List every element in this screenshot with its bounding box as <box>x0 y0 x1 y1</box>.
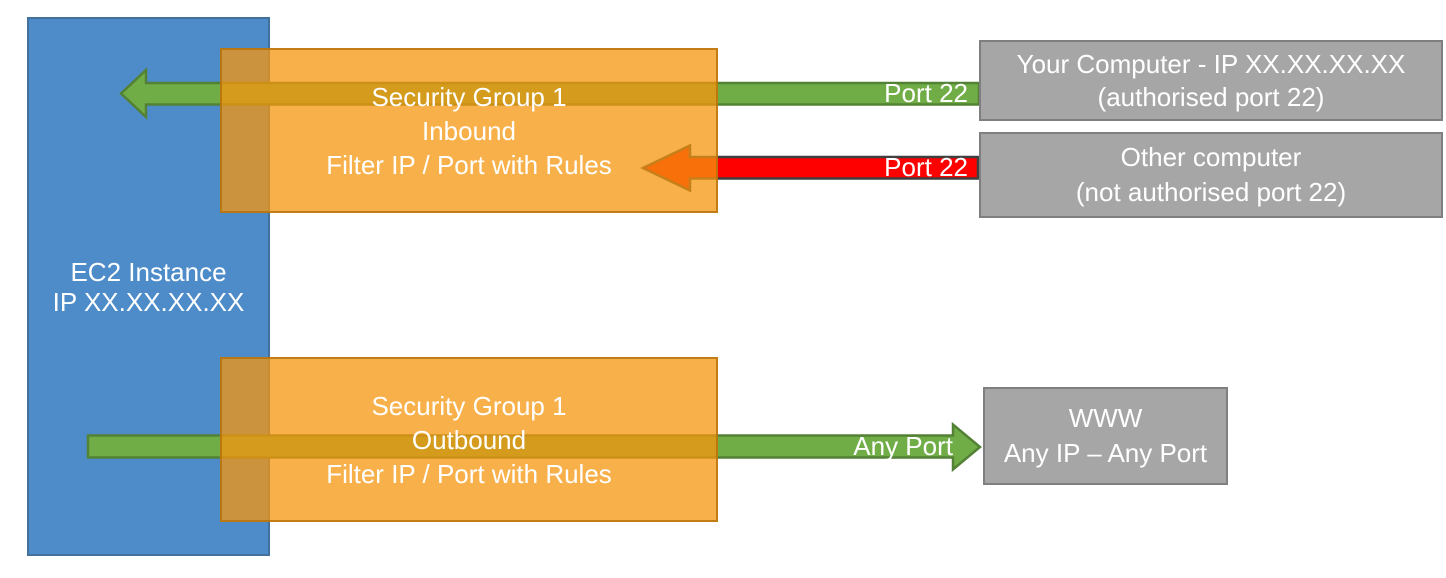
security-group-outbound-box: Security Group 1 Outbound Filter IP / Po… <box>220 357 718 522</box>
other-computer-title: Other computer <box>1120 142 1302 172</box>
inbound-blocked-port-label: Port 22 <box>884 152 968 182</box>
outbound-direction: Outbound <box>411 424 527 455</box>
inbound-description: Filter IP / Port with Rules <box>326 149 612 180</box>
www-title: WWW <box>1068 403 1143 433</box>
inbound-allowed-port-label: Port 22 <box>884 78 968 108</box>
ec2-instance-title: EC2 Instance <box>70 256 227 287</box>
www-box: WWW Any IP – Any Port <box>983 387 1228 485</box>
inbound-direction: Inbound <box>422 115 516 146</box>
outbound-title: Security Group 1 <box>371 390 567 421</box>
other-computer-note: (not authorised port 22) <box>1075 177 1347 207</box>
other-computer-box: Other computer (not authorised port 22) <box>979 132 1443 218</box>
your-computer-title: Your Computer - IP XX.XX.XX.XX <box>1016 48 1406 79</box>
inbound-title: Security Group 1 <box>371 81 567 112</box>
ec2-instance-ip: IP XX.XX.XX.XX <box>52 286 245 317</box>
www-note: Any IP – Any Port <box>1003 438 1208 468</box>
outbound-port-label: Any Port <box>853 431 953 461</box>
your-computer-note: (authorised port 22) <box>1097 81 1325 112</box>
your-computer-box: Your Computer - IP XX.XX.XX.XX (authoris… <box>979 40 1443 121</box>
outbound-description: Filter IP / Port with Rules <box>326 458 612 489</box>
security-group-inbound-box: Security Group 1 Inbound Filter IP / Por… <box>220 48 718 213</box>
